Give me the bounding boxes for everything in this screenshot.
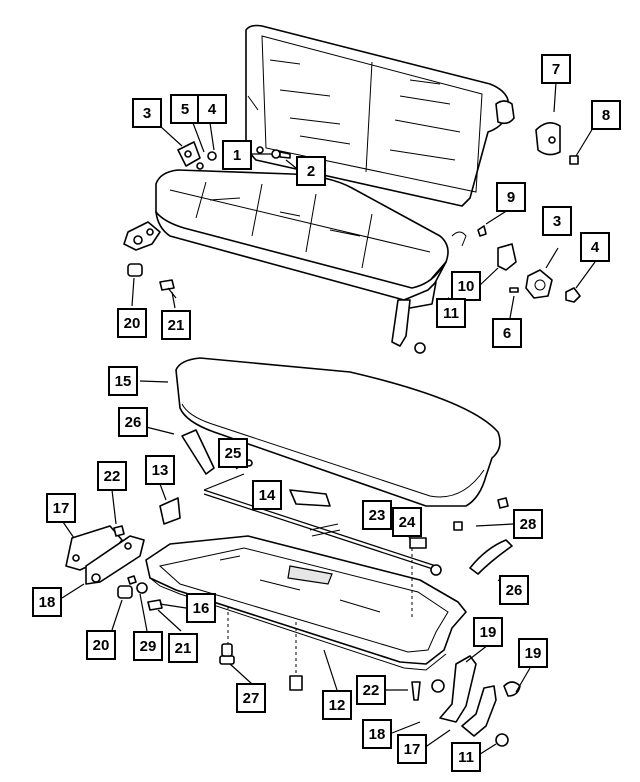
callout-20: 20 <box>86 630 116 660</box>
callout-22: 22 <box>356 675 386 705</box>
callout-29: 29 <box>133 631 163 661</box>
callout-25: 25 <box>218 438 248 468</box>
callout-21: 21 <box>161 310 191 340</box>
callout-2: 2 <box>296 156 326 186</box>
callout-6: 6 <box>492 318 522 348</box>
strap-right <box>469 539 513 575</box>
callout-15: 15 <box>108 366 138 396</box>
cushion-pad <box>175 357 501 507</box>
callout-13: 13 <box>145 455 175 485</box>
callout-5: 5 <box>170 94 200 124</box>
callout-1: 1 <box>222 140 252 170</box>
callout-11: 11 <box>436 298 466 328</box>
callout-19: 19 <box>518 638 548 668</box>
upper-hardware <box>127 122 581 303</box>
callout-8: 8 <box>591 100 621 130</box>
callout-23: 23 <box>362 500 392 530</box>
callout-10: 10 <box>451 271 481 301</box>
callout-4: 4 <box>197 94 227 124</box>
callout-18: 18 <box>362 719 392 749</box>
callout-9: 9 <box>496 182 526 212</box>
callout-26: 26 <box>118 407 148 437</box>
callout-20: 20 <box>117 308 147 338</box>
callout-22: 22 <box>97 461 127 491</box>
callout-16: 16 <box>186 593 216 623</box>
seat-cushion-upper <box>123 169 467 354</box>
callout-12: 12 <box>322 690 352 720</box>
callout-4: 4 <box>580 232 610 262</box>
callout-18: 18 <box>32 587 62 617</box>
callout-17: 17 <box>46 493 76 523</box>
callout-27: 27 <box>236 683 266 713</box>
strap-left <box>181 429 215 475</box>
callout-26: 26 <box>499 575 529 605</box>
lower-hardware <box>65 459 521 747</box>
callout-17: 17 <box>397 734 427 764</box>
callout-14: 14 <box>252 480 282 510</box>
callout-11: 11 <box>451 742 481 772</box>
callout-7: 7 <box>541 54 571 84</box>
seat-pan <box>145 473 467 676</box>
callout-3: 3 <box>132 98 162 128</box>
callout-3: 3 <box>542 206 572 236</box>
callout-19: 19 <box>473 617 503 647</box>
callout-28: 28 <box>513 509 543 539</box>
callout-24: 24 <box>392 507 422 537</box>
callout-21: 21 <box>168 633 198 663</box>
